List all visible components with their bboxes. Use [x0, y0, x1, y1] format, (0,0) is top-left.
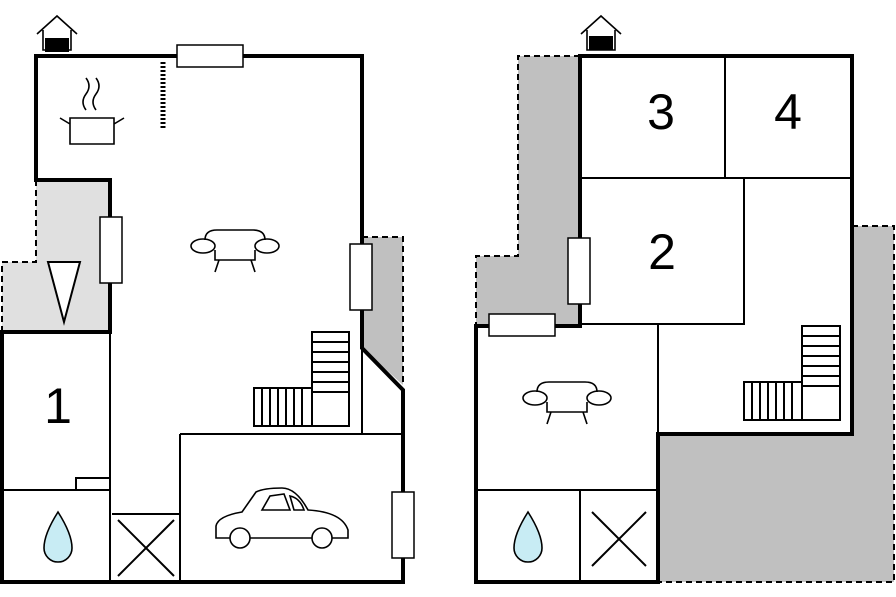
window: [391, 491, 415, 559]
room-label: 3: [647, 84, 675, 140]
toilet-cross-icon: [117, 519, 175, 577]
left-terrace: [476, 56, 580, 326]
upper-partitions: [476, 56, 852, 582]
stairs-icon: [253, 331, 350, 427]
side-terrace-outline: [362, 236, 404, 385]
right-terrace: [658, 226, 894, 582]
car-icon: [215, 487, 349, 549]
window: [488, 313, 556, 337]
room-label: 2: [648, 224, 676, 280]
right-terrace-outline: [658, 225, 895, 583]
toilet-cross-icon: [591, 511, 647, 567]
window: [567, 237, 591, 305]
room-label: 4: [774, 84, 802, 140]
water-drop-icon: [513, 510, 543, 563]
ground-floor: 1: [0, 14, 415, 584]
upper-floor: 2 3 4: [474, 14, 895, 584]
stairs-icon: [743, 325, 841, 421]
entrance-area: [2, 180, 110, 332]
sofa-icon: [190, 229, 280, 273]
entrance-dashed-outline: [1, 180, 37, 332]
window: [176, 44, 244, 68]
kitchen-pot-icon: [59, 77, 125, 145]
room-label: 1: [44, 378, 72, 434]
window: [99, 216, 123, 284]
home-icon: [580, 14, 622, 51]
left-terrace-outline: [475, 55, 580, 326]
water-drop-icon: [43, 510, 73, 563]
window: [349, 243, 373, 311]
entrance-arrow-icon: [46, 261, 82, 326]
ground-partitions: [2, 332, 403, 582]
home-icon: [36, 14, 78, 52]
sofa-icon: [522, 381, 612, 425]
